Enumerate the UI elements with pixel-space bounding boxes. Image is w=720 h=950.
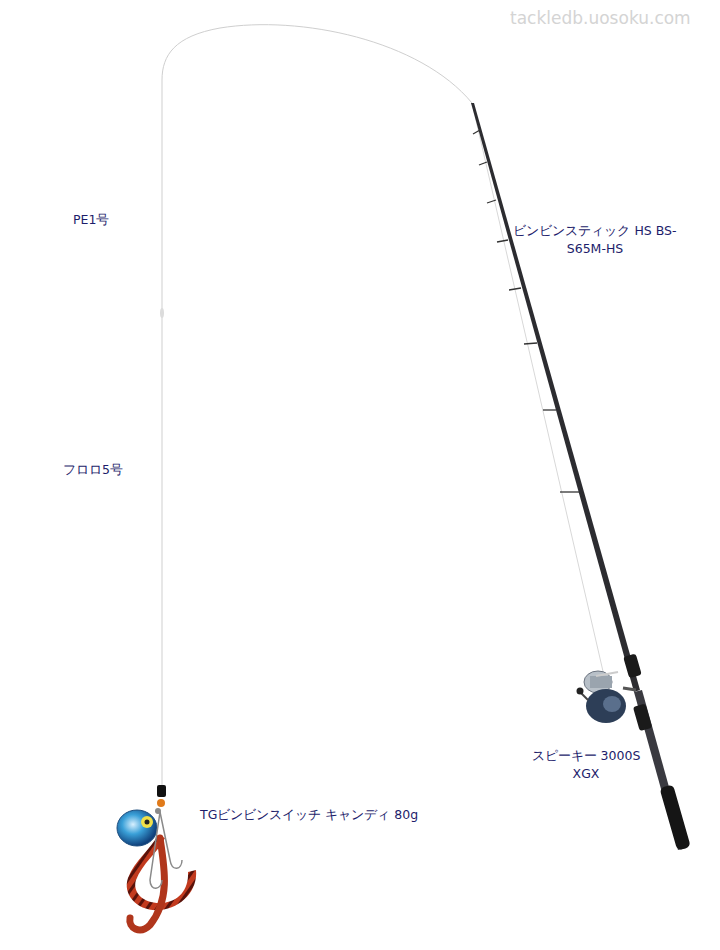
leader-label: フロロ5号	[63, 461, 123, 479]
lure-label: TGビンビンスイッチ キャンディ 80g	[200, 806, 418, 824]
tai-rubber-jig	[117, 785, 196, 930]
rear-grip	[659, 784, 690, 850]
line-knot	[160, 308, 164, 318]
line-label: PE1号	[73, 211, 109, 229]
rod-blank	[471, 103, 640, 692]
fishing-line	[162, 25, 472, 785]
rod-guides	[473, 130, 580, 492]
reel-label: スピーキー 3000S XGX	[522, 747, 650, 783]
watermark: tackledb.uosoku.com	[510, 6, 691, 31]
reel-seat	[633, 704, 652, 732]
rod-label: ビンビンスティック HS BS-S65M-HS	[513, 222, 678, 258]
rod-line	[472, 103, 605, 680]
spinning-reel	[577, 671, 637, 723]
fore-grip	[623, 653, 642, 678]
